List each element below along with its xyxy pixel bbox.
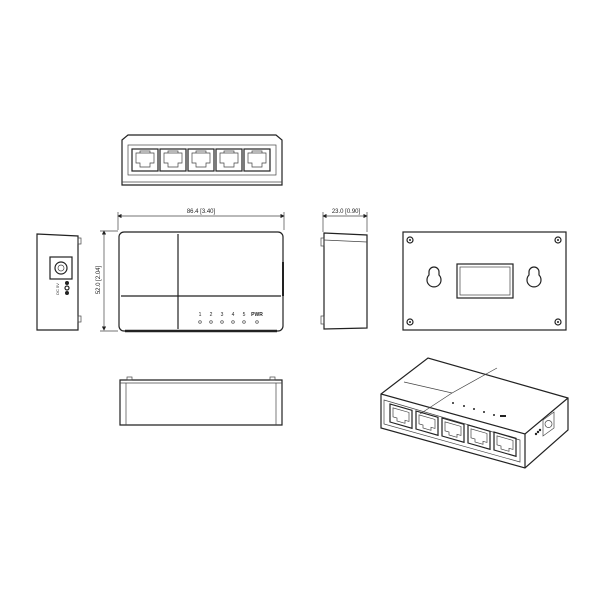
right-side-view: 23.0 [0.90] bbox=[320, 209, 368, 330]
keyhole-mount-icon bbox=[526, 266, 542, 288]
depth-dimension: 23.0 [0.90] bbox=[332, 209, 361, 215]
ethernet-port bbox=[441, 417, 465, 444]
led-label: 1 bbox=[199, 312, 202, 318]
keyhole-mount-icon bbox=[426, 266, 442, 288]
ethernet-port bbox=[389, 403, 413, 430]
ethernet-port bbox=[131, 148, 159, 172]
back-view bbox=[119, 376, 283, 426]
ethernet-port bbox=[493, 431, 517, 458]
ethernet-port bbox=[415, 410, 439, 437]
height-dimension: 52.0 [2.04] bbox=[96, 265, 102, 294]
bottom-view bbox=[402, 231, 567, 331]
ethernet-port bbox=[159, 148, 187, 172]
led-label: 2 bbox=[210, 312, 213, 318]
led-label: 5 bbox=[243, 312, 246, 318]
led-label: PWR bbox=[251, 312, 263, 318]
port-side-view bbox=[121, 134, 283, 186]
power-side-view: DC 5V bbox=[36, 233, 82, 331]
ethernet-port bbox=[467, 424, 491, 451]
led-label: 4 bbox=[232, 312, 235, 318]
top-view: 86.4 [3.40] 52.0 [2.04] 1 2 3 4 5 PWR bbox=[96, 209, 285, 333]
led-label: 3 bbox=[221, 312, 224, 318]
power-jack-icon bbox=[54, 261, 68, 275]
ethernet-port bbox=[215, 148, 243, 172]
isometric-view bbox=[380, 357, 569, 469]
ethernet-port bbox=[187, 148, 215, 172]
power-label: DC 5V bbox=[55, 283, 60, 295]
ethernet-port bbox=[243, 148, 271, 172]
led-indicators: 1 2 3 4 5 PWR bbox=[198, 312, 263, 324]
length-dimension: 86.4 [3.40] bbox=[187, 209, 216, 215]
